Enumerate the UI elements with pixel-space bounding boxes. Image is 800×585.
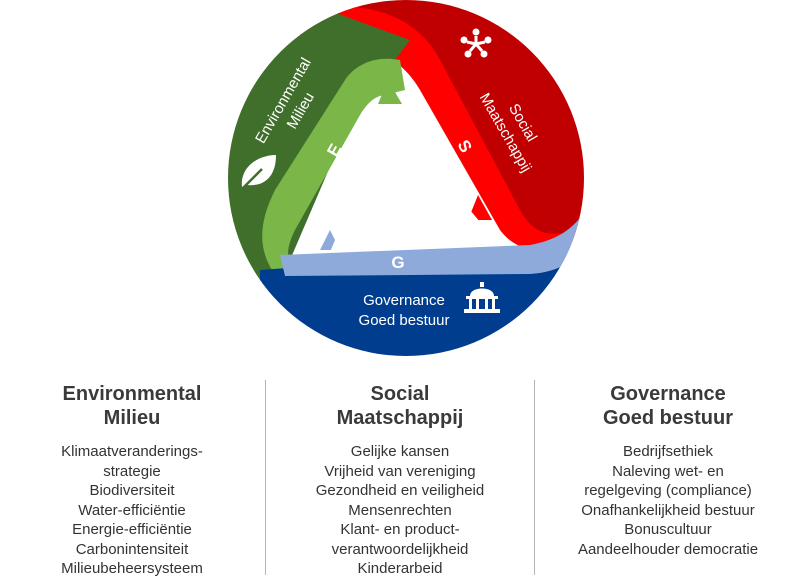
- list-item: Klimaatveranderings-: [61, 443, 203, 460]
- social-arrow: [468, 195, 492, 220]
- list-item: Vrijheid van vereniging: [324, 462, 476, 480]
- social-column: Social Maatschappij Gelijke kansen Vrijh…: [270, 382, 530, 579]
- list-item: Bonuscultuur: [624, 521, 712, 538]
- people-circle-icon: [460, 28, 492, 58]
- environmental-title-line1: Environmental: [62, 383, 202, 405]
- list-item: Onafhankelijkheid bestuur: [581, 501, 755, 519]
- governance-list: Bedrijfsethiek Naleving wet- en regelgev…: [538, 442, 798, 559]
- list-item: regelgeving (compliance): [584, 482, 752, 499]
- list-item: Aandeelhouder democratie: [577, 540, 759, 558]
- column-divider-left: [265, 380, 266, 575]
- governance-band: [280, 200, 584, 276]
- esg-cycle-diagram: Environmental Milieu E Social Maatschapp…: [228, 0, 584, 356]
- governance-letter: G: [391, 253, 404, 272]
- list-item: Energie-efficiëntie: [72, 521, 192, 538]
- environmental-title: Environmental Milieu: [2, 382, 262, 430]
- environmental-segment: [228, 0, 410, 356]
- list-item: Mensenrechten: [348, 501, 452, 519]
- governance-diagram-label-line1: Governance: [363, 292, 445, 309]
- governance-title-line2: Goed bestuur: [602, 407, 733, 429]
- list-item: Bedrijfsethiek: [622, 443, 714, 460]
- government-building-icon: [464, 282, 500, 313]
- inner-triangle: [330, 104, 500, 252]
- list-item: Gezondheid en veiligheid: [315, 482, 485, 499]
- leaf-icon: [239, 155, 276, 192]
- social-title: Social Maatschappij: [270, 382, 530, 430]
- list-item: Naleving wet- en: [612, 462, 724, 480]
- governance-title-line1: Governance: [610, 383, 726, 405]
- list-item: Biodiversiteit: [89, 482, 175, 499]
- governance-column: Governance Goed bestuur Bedrijfsethiek N…: [538, 382, 798, 559]
- list-item: Gelijke kansen: [350, 443, 450, 460]
- list-item: verantwoordelijkheid: [331, 540, 469, 558]
- social-title-line1: Social: [370, 383, 430, 405]
- list-item: strategie: [103, 462, 161, 480]
- environmental-column: Environmental Milieu Klimaatveranderings…: [2, 382, 262, 579]
- column-divider-right: [534, 380, 535, 575]
- list-item: Water-efficiëntie: [78, 501, 186, 519]
- environmental-arrow: [378, 80, 402, 104]
- governance-title: Governance Goed bestuur: [538, 382, 798, 430]
- list-item: Milieubeheersysteem: [61, 560, 203, 577]
- list-item: Kinderarbeid: [357, 560, 443, 577]
- social-band: [300, 6, 584, 252]
- social-list: Gelijke kansen Vrijheid van vereniging G…: [270, 442, 530, 579]
- environmental-list: Klimaatveranderings- strategie Biodivers…: [2, 442, 262, 579]
- governance-diagram-label-line2: Goed bestuur: [359, 312, 450, 329]
- environmental-title-line2: Milieu: [103, 407, 161, 429]
- social-title-line2: Maatschappij: [336, 407, 464, 429]
- list-item: Carbonintensiteit: [75, 540, 189, 558]
- list-item: Klant- en product-: [340, 521, 460, 538]
